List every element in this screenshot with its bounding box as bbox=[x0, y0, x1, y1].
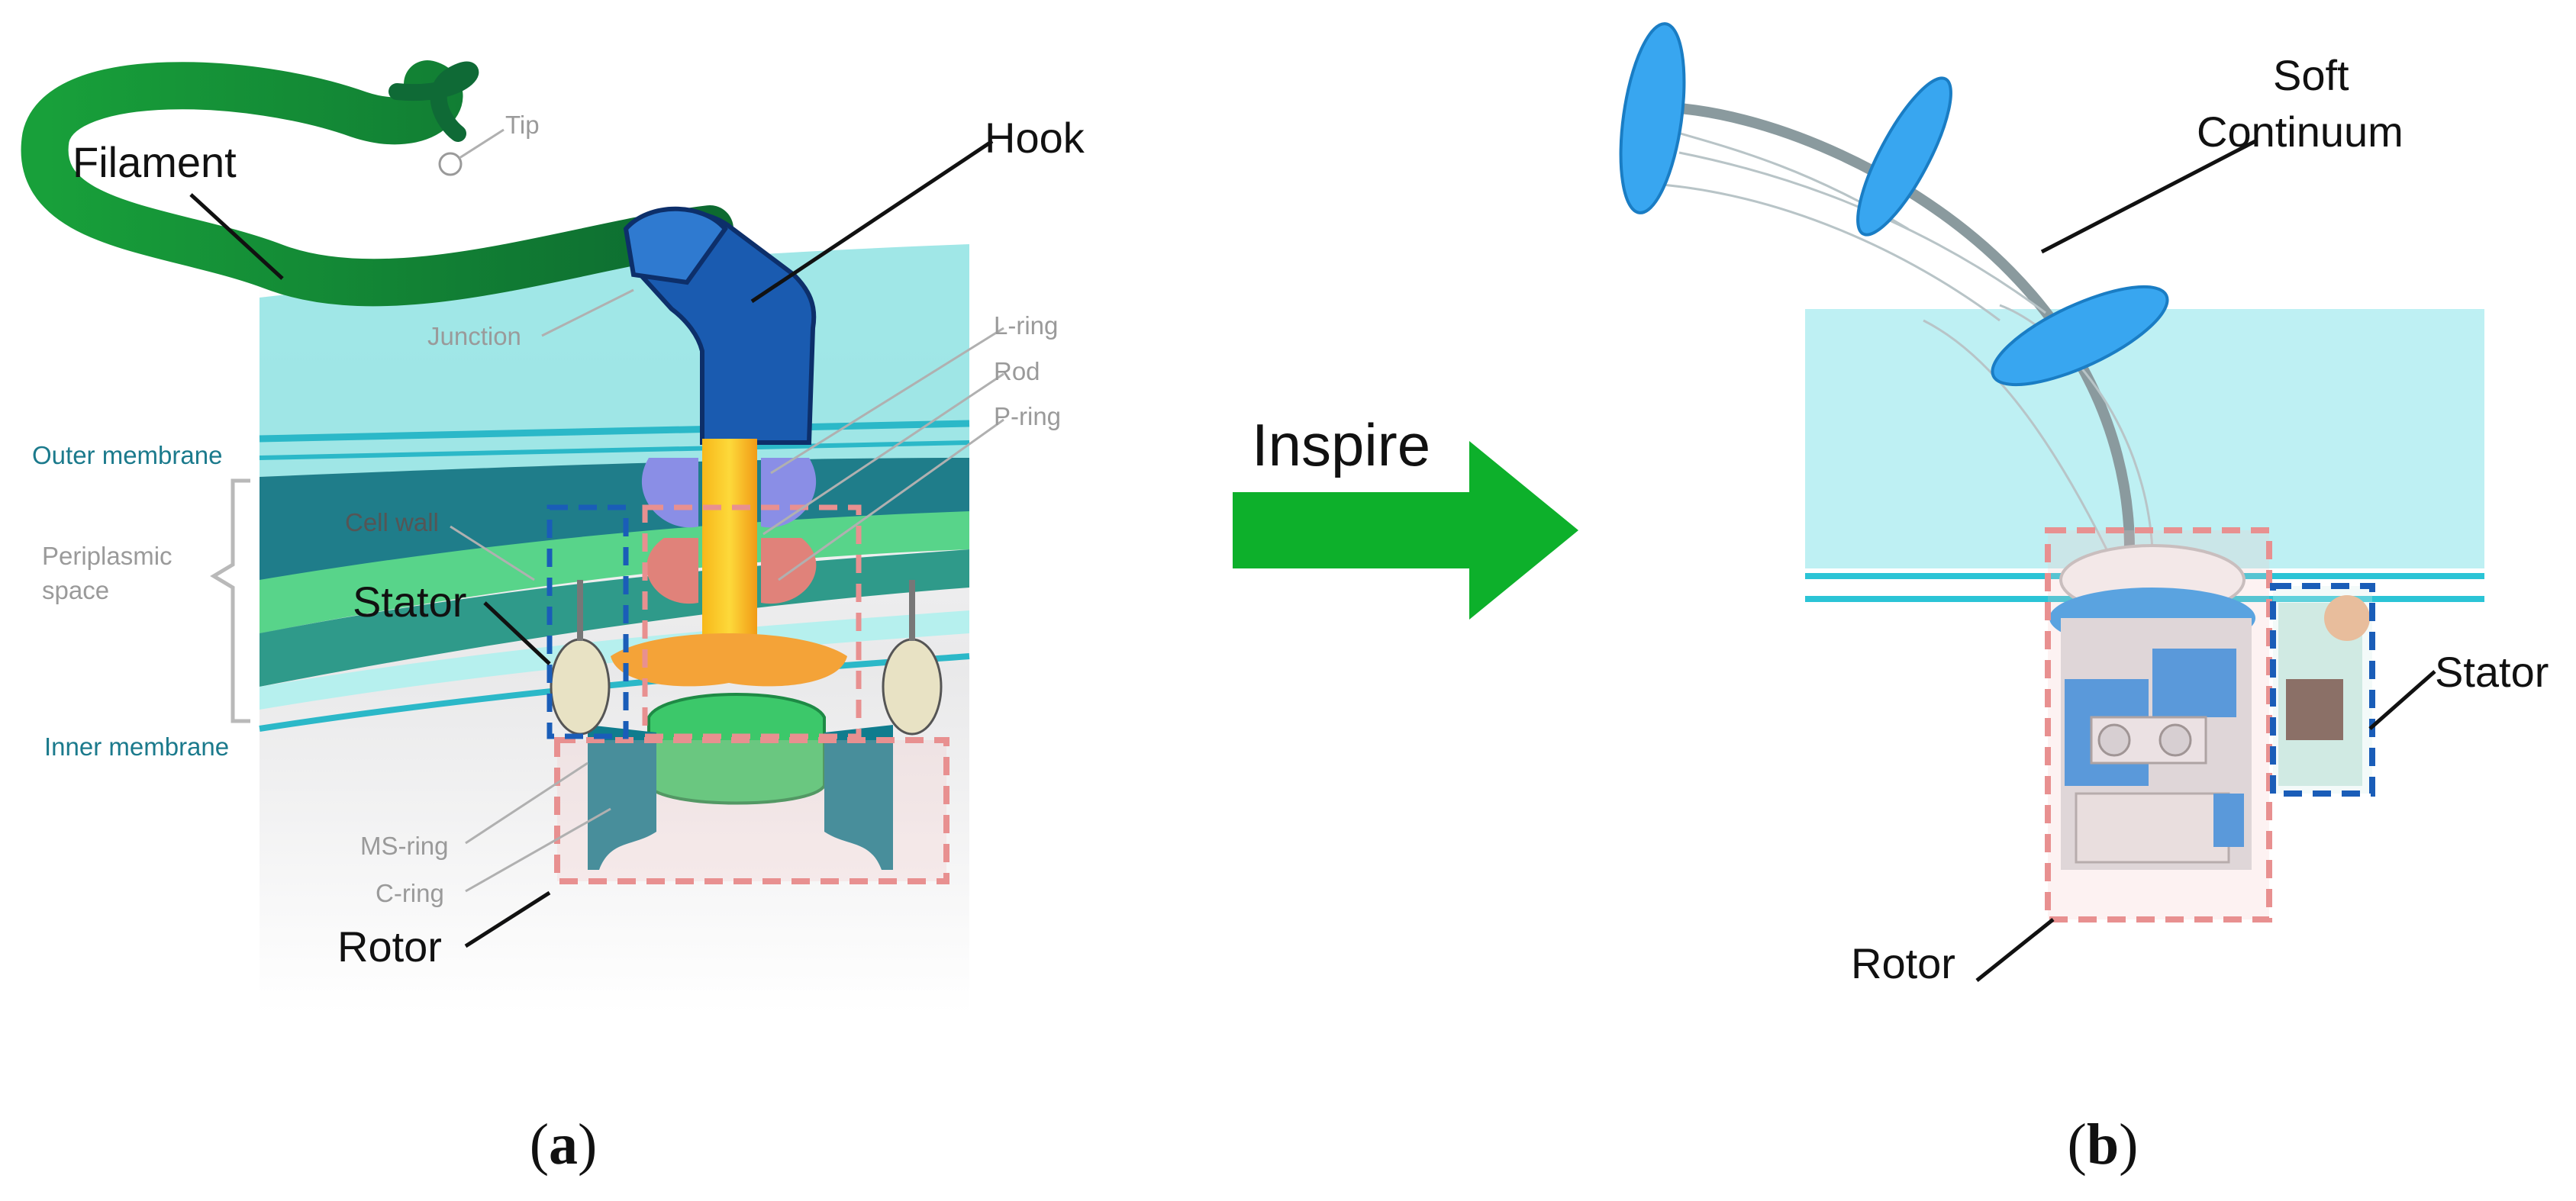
stator-box-a bbox=[546, 504, 629, 739]
stator-label-b: Stator bbox=[2435, 648, 2549, 696]
caption-a: (a) bbox=[530, 1112, 598, 1177]
disc-2 bbox=[1856, 76, 1952, 237]
periplasmic-brace bbox=[210, 478, 250, 723]
hook-label: Hook bbox=[985, 114, 1085, 162]
periplasmic-label-1: Periplasmic bbox=[42, 542, 172, 570]
junction-label: Junction bbox=[427, 322, 521, 350]
soft-continuum-label-1: Soft bbox=[2273, 51, 2349, 99]
rotor-box-b bbox=[2045, 527, 2272, 922]
inspire-label: Inspire bbox=[1252, 411, 1430, 478]
periplasmic-label-2: space bbox=[42, 576, 109, 604]
inspire-arrow bbox=[1233, 441, 1578, 620]
soft-continuum-label-2: Continuum bbox=[2197, 108, 2404, 156]
panel-b: Soft Continuum Stator Rotor (b) bbox=[1619, 22, 2549, 1177]
ms-ring-label: MS-ring bbox=[360, 832, 449, 860]
stator-unit-left bbox=[550, 638, 611, 736]
filament bbox=[21, 60, 733, 307]
stator-label-a: Stator bbox=[353, 578, 466, 626]
continuum-backbone bbox=[1643, 101, 2135, 555]
membrane-block-b bbox=[1805, 309, 2484, 568]
p-ring bbox=[646, 538, 698, 604]
disc-3 bbox=[1991, 285, 2169, 387]
c-ring-label: C-ring bbox=[376, 879, 444, 907]
rotor-label-b: Rotor bbox=[1851, 939, 1955, 987]
disc-1 bbox=[1619, 22, 1686, 214]
rotor-label-a: Rotor bbox=[337, 922, 442, 971]
cell-wall-label: Cell wall bbox=[345, 508, 439, 536]
inner-membrane-label: Inner membrane bbox=[44, 733, 229, 761]
rotor-box-a-upper bbox=[642, 504, 862, 739]
filament-label: Filament bbox=[73, 138, 237, 186]
rotor-box-a bbox=[554, 737, 949, 884]
ms-ring bbox=[611, 633, 847, 687]
rod-label: Rod bbox=[994, 357, 1040, 385]
outer-membrane-label: Outer membrane bbox=[32, 441, 222, 469]
caption-b: (b) bbox=[2068, 1112, 2139, 1177]
stator-unit-right bbox=[882, 638, 943, 736]
panel-a: Filament Tip Hook Junction L-ring Rod P-… bbox=[21, 60, 1085, 1177]
rotor-base bbox=[588, 725, 656, 870]
outer-membrane-line bbox=[259, 420, 970, 443]
tip-marker bbox=[438, 152, 463, 176]
p-ring-label: P-ring bbox=[994, 402, 1061, 430]
stator-box-b bbox=[2270, 583, 2375, 797]
inspire-arrow-group: Inspire bbox=[1233, 411, 1578, 620]
tip-label: Tip bbox=[505, 111, 540, 139]
l-ring-label: L-ring bbox=[994, 311, 1058, 340]
filament-tip bbox=[388, 61, 479, 142]
